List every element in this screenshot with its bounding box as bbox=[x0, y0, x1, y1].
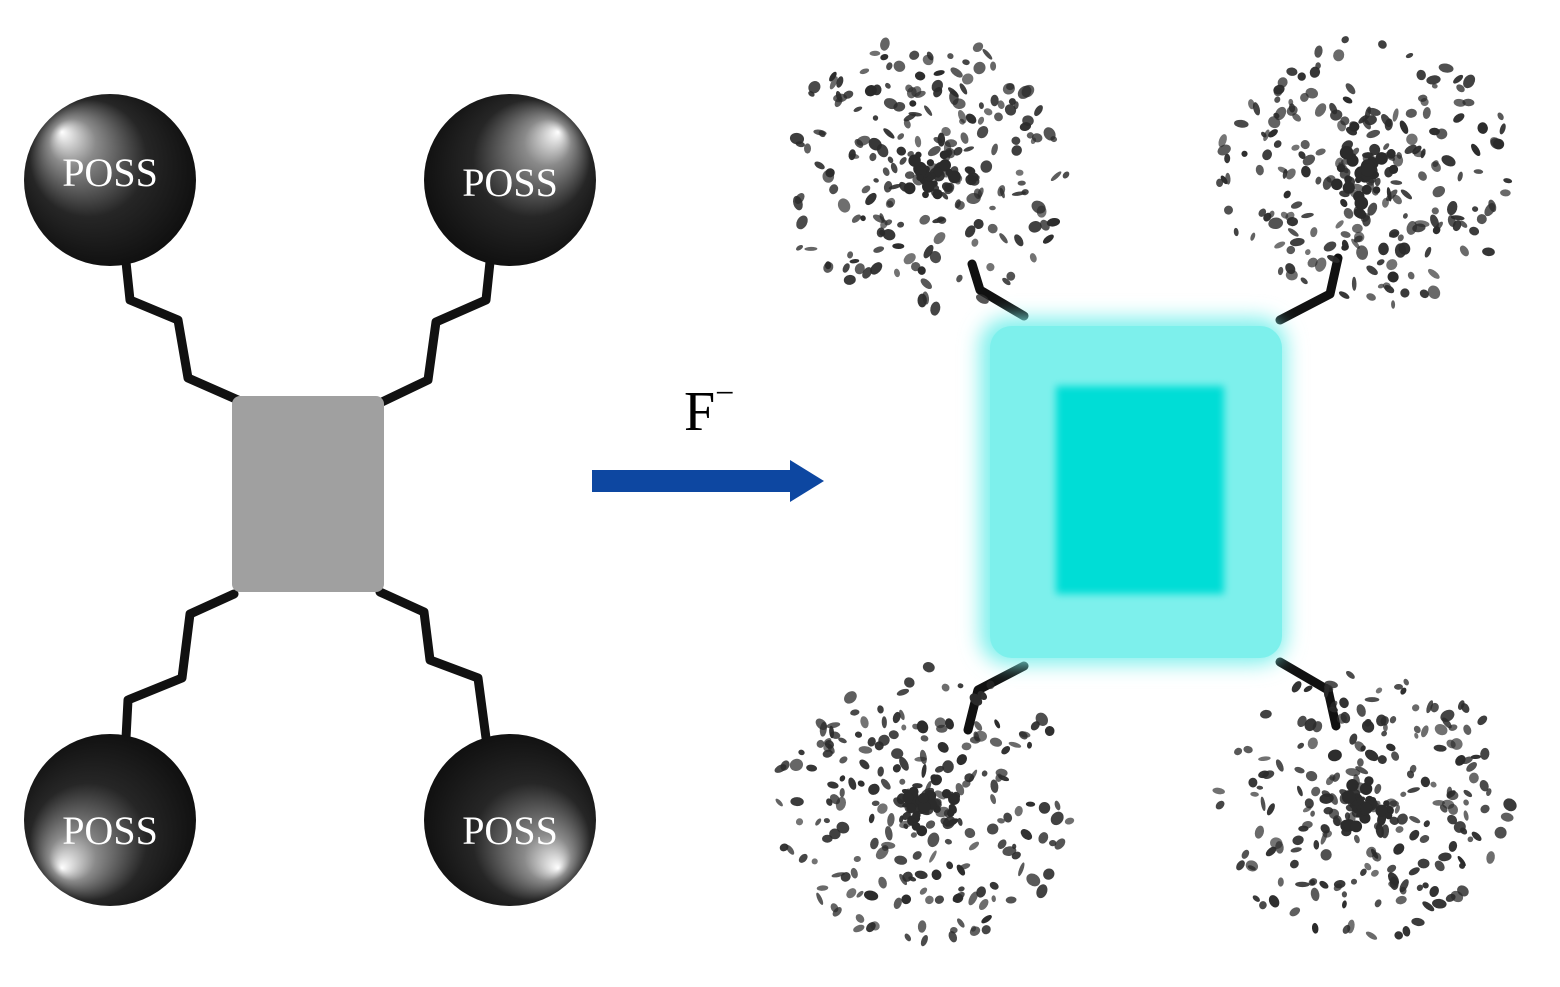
linker-bottom-right bbox=[375, 587, 491, 743]
poss-label: POSS bbox=[62, 808, 158, 853]
reaction-step: F− bbox=[592, 375, 824, 502]
reagent-label: F− bbox=[684, 375, 734, 443]
stub-linker-top-right bbox=[1275, 253, 1343, 325]
fragment-linkers bbox=[963, 253, 1343, 735]
poss-cage-bottom-right: POSS bbox=[424, 734, 596, 906]
fragment-bottom-right bbox=[1212, 670, 1517, 940]
reagent-symbol: F bbox=[684, 381, 715, 443]
poss-label: POSS bbox=[62, 150, 158, 195]
cage-fragments bbox=[774, 36, 1517, 947]
poss-label: POSS bbox=[462, 160, 558, 205]
stub-linker-bottom-left bbox=[963, 661, 1029, 735]
fragment-bottom-left bbox=[774, 662, 1075, 947]
reagent-charge: − bbox=[715, 375, 734, 412]
central-core bbox=[232, 396, 384, 592]
intact-molecule: POSS POSS POSS POSS bbox=[24, 94, 596, 906]
poss-cage-top-left: POSS bbox=[24, 94, 196, 266]
poss-cage-top-right: POSS bbox=[424, 94, 596, 266]
poss-cage-bottom-left: POSS bbox=[24, 734, 196, 906]
linker-top-right bbox=[377, 257, 495, 407]
fragment-top-left bbox=[789, 37, 1070, 316]
stub-linker-top-left bbox=[967, 259, 1029, 321]
poss-label: POSS bbox=[462, 808, 558, 853]
fragment-top-right bbox=[1216, 36, 1513, 309]
linker-top-left bbox=[121, 257, 243, 405]
linker-bottom-left bbox=[121, 589, 239, 743]
fluorescent-core bbox=[980, 318, 1286, 664]
linker-chains bbox=[121, 257, 495, 743]
cleaved-molecule bbox=[774, 36, 1517, 947]
reaction-arrow bbox=[592, 460, 824, 502]
